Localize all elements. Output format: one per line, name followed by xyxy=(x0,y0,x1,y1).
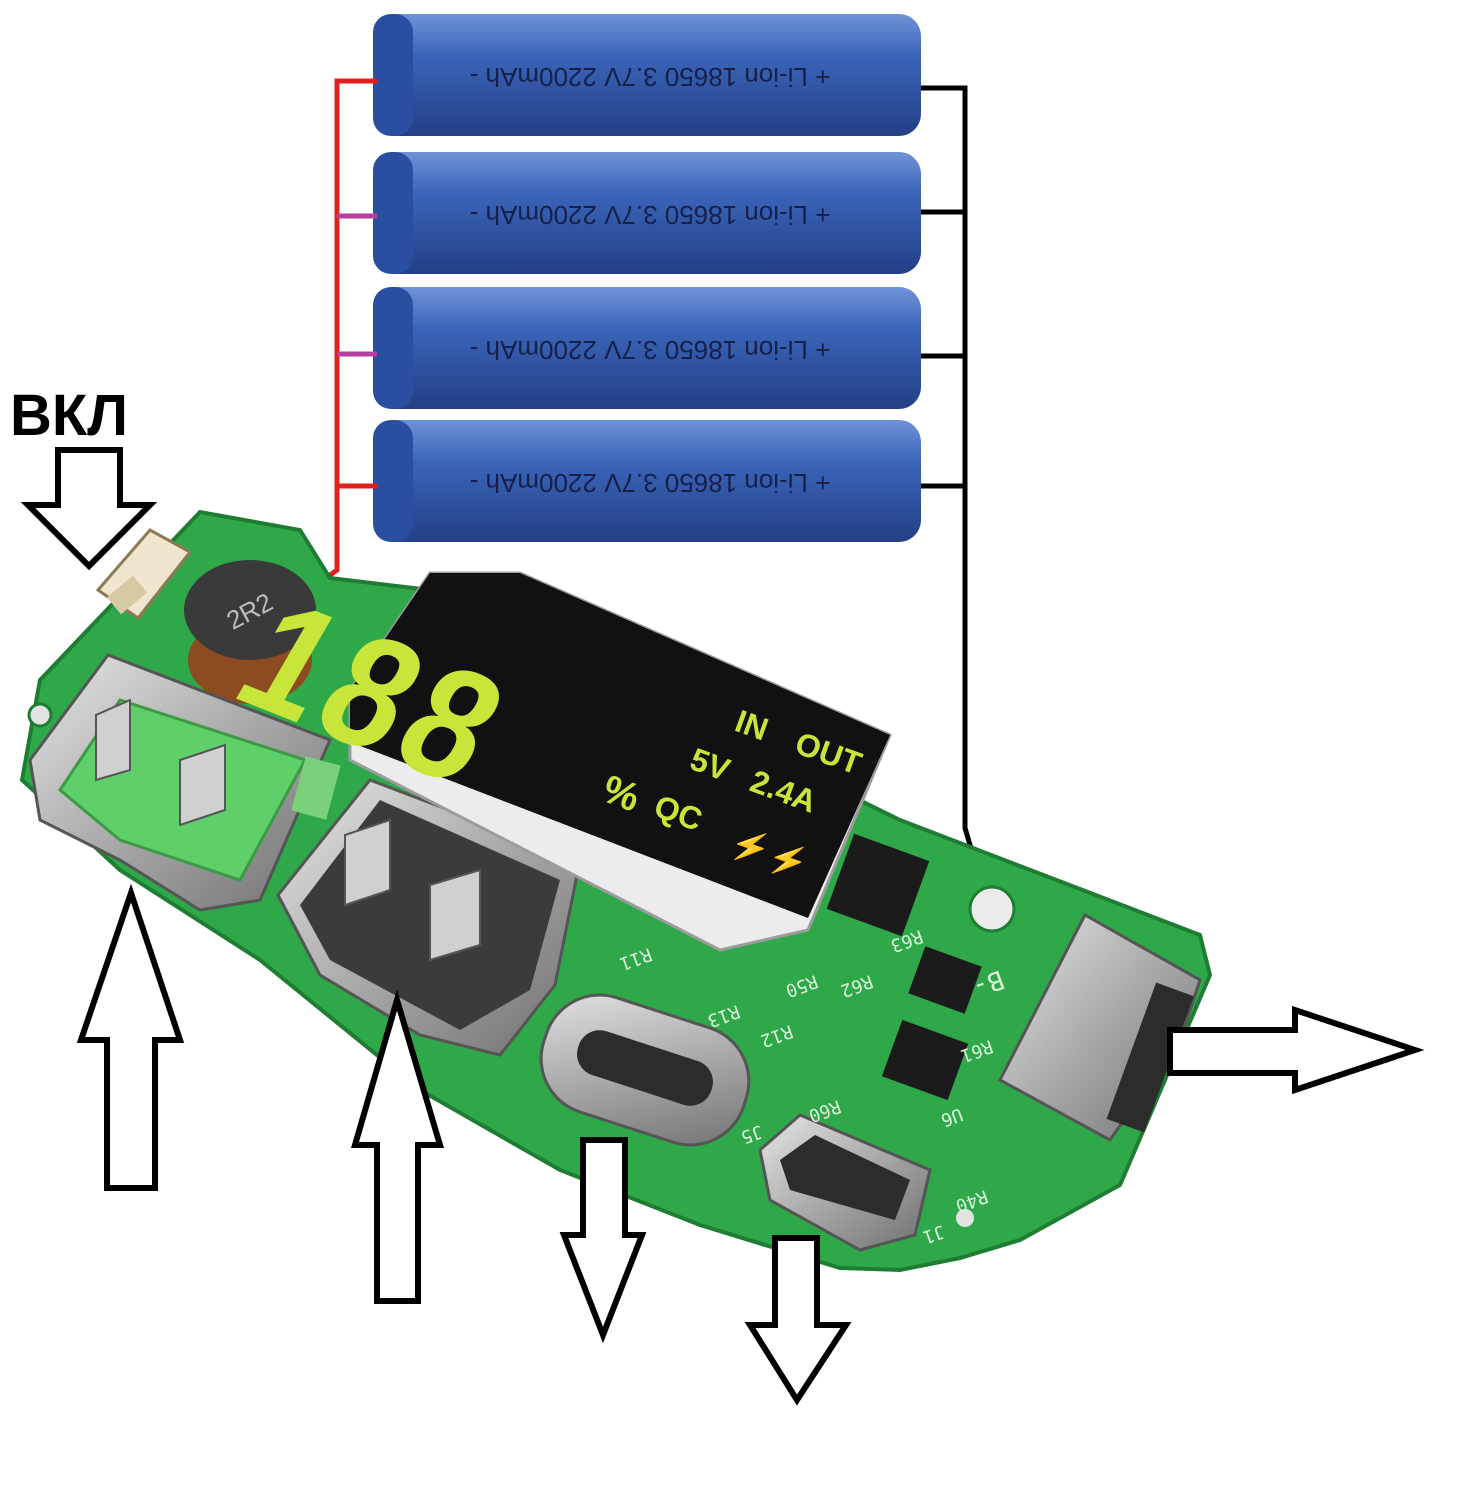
power-button[interactable] xyxy=(95,528,193,621)
battery-label: + Li-ion 18650 3.7V 2200mAh - xyxy=(470,62,831,92)
arrow-down-micro-usb-icon xyxy=(744,1235,852,1406)
battery-3: + Li-ion 18650 3.7V 2200mAh - xyxy=(373,287,921,409)
bminus-pad xyxy=(968,885,1016,933)
lightning-port[interactable] xyxy=(997,912,1202,1142)
power-switch-label: ВКЛ xyxy=(10,383,128,448)
battery-4: + Li-ion 18650 3.7V 2200mAh - xyxy=(373,420,921,542)
usb-a-port-2[interactable] xyxy=(276,778,582,1057)
micro-usb-port[interactable] xyxy=(758,1113,932,1252)
usb-a-port-1[interactable] xyxy=(28,653,341,912)
ic-chip xyxy=(826,833,982,1101)
arrow-up-usb-a1-icon xyxy=(76,883,185,1191)
inductor: 2R2 xyxy=(184,560,316,704)
arrow-right-lightning-icon xyxy=(1167,1005,1425,1095)
battery-1: + Li-ion 18650 3.7V 2200mAh - xyxy=(373,14,921,136)
positive-wire xyxy=(324,78,377,581)
negative-wire xyxy=(921,85,993,914)
arrow-down-power-icon xyxy=(20,447,158,571)
battery-label: + Li-ion 18650 3.7V 2200mAh - xyxy=(470,200,831,230)
battery-label: + Li-ion 18650 3.7V 2200mAh - xyxy=(470,335,831,365)
arrow-down-usb-c-icon xyxy=(559,1137,647,1344)
battery-label: + Li-ion 18650 3.7V 2200mAh - xyxy=(470,468,831,498)
arrow-up-usb-a2-icon xyxy=(351,989,445,1304)
battery-2: + Li-ion 18650 3.7V 2200mAh - xyxy=(373,152,921,274)
usb-c-port[interactable] xyxy=(527,980,764,1159)
